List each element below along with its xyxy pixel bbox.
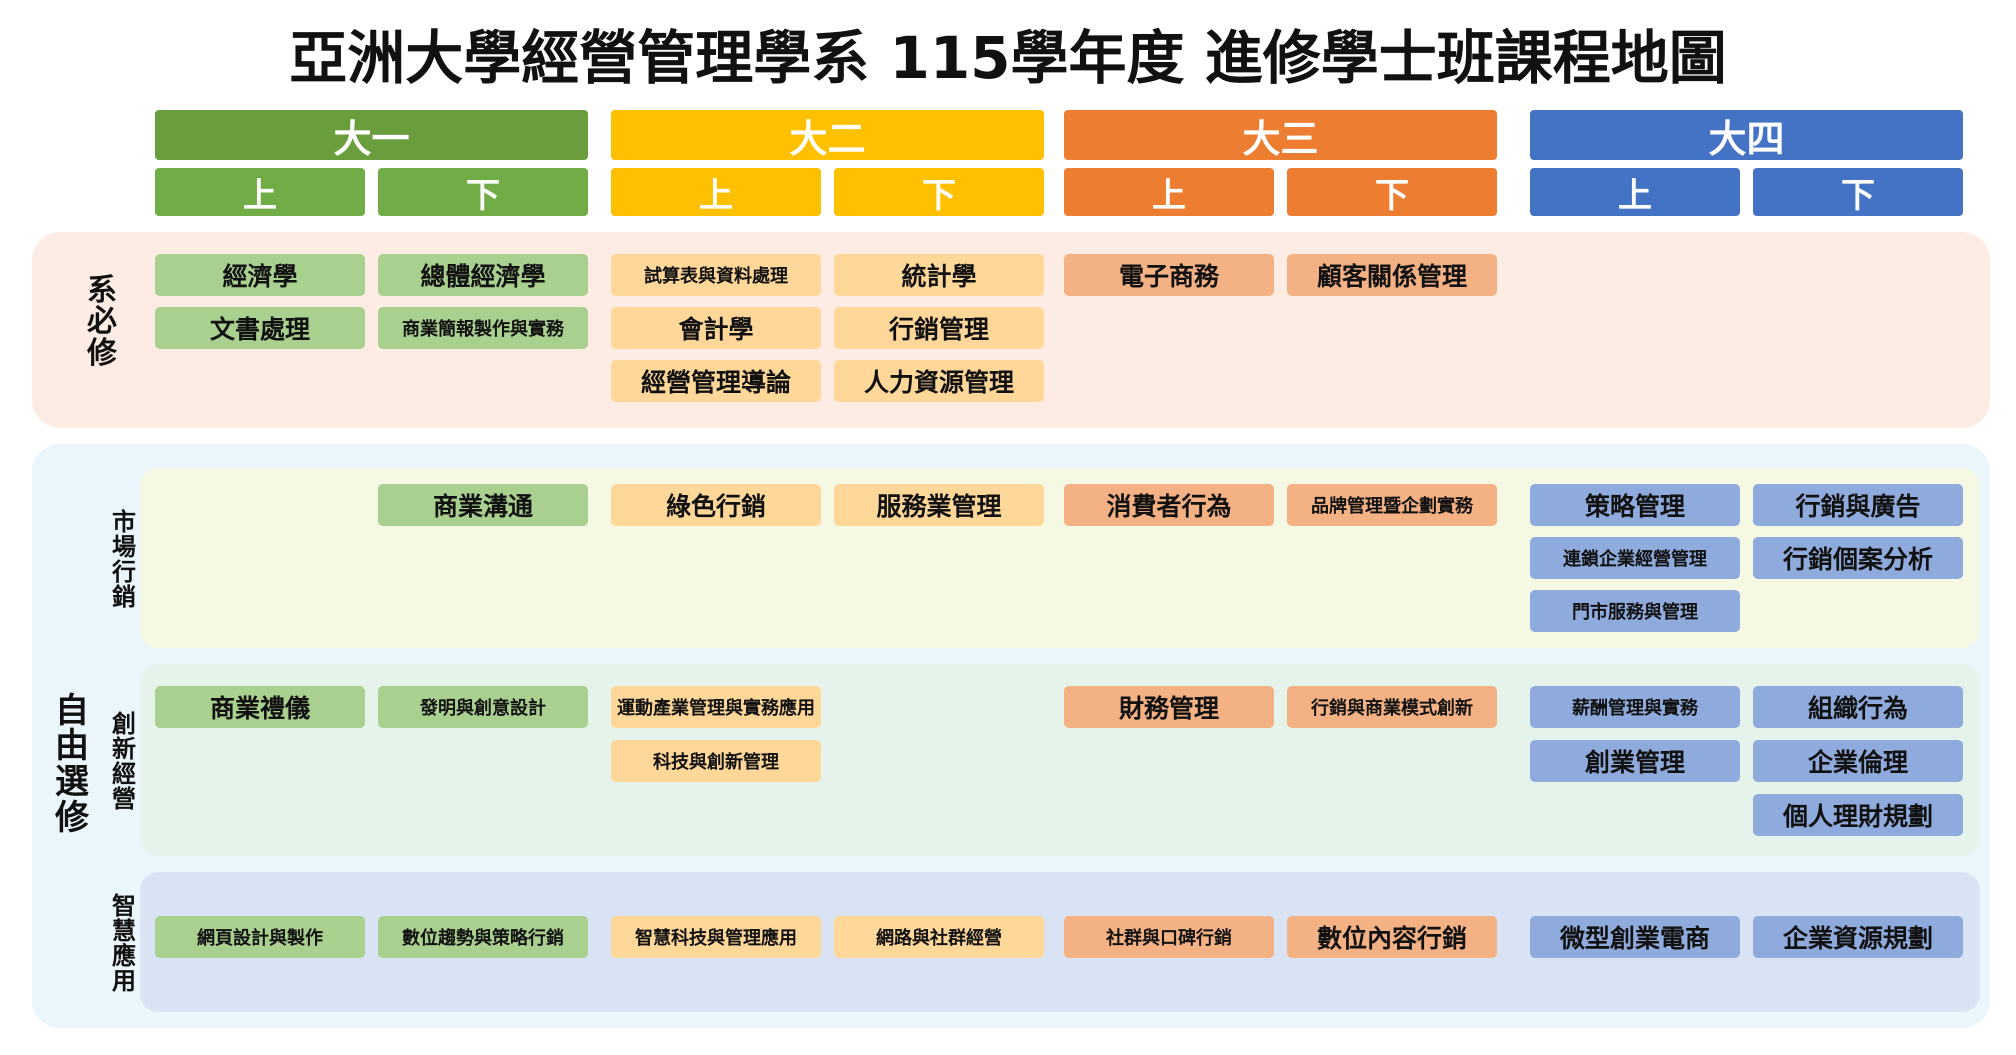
innovation-course: 商業禮儀 <box>155 686 365 728</box>
innovation-course: 組織行為 <box>1753 686 1963 728</box>
label-char: 選 <box>55 762 89 802</box>
label-char: 營 <box>112 785 136 814</box>
innovation-course: 個人理財規劃 <box>1753 794 1963 836</box>
label-char: 修 <box>87 335 117 371</box>
semester-header: 上 <box>1530 168 1740 216</box>
label-char: 創 <box>112 709 136 738</box>
semester-header: 下 <box>1753 168 1963 216</box>
smart-course: 智慧科技與管理應用 <box>611 916 821 958</box>
label-char: 應 <box>112 942 136 970</box>
year-header-3: 大三 <box>1064 110 1497 161</box>
smart-course: 數位內容行銷 <box>1287 916 1497 958</box>
innovation-course: 企業倫理 <box>1753 740 1963 782</box>
semester-header: 下 <box>834 168 1044 216</box>
innovation-course: 行銷與商業模式創新 <box>1287 686 1497 728</box>
label-char: 市 <box>112 507 136 536</box>
year-header-2: 大二 <box>611 110 1044 161</box>
label-char: 銷 <box>112 583 136 612</box>
marketing-course: 行銷個案分析 <box>1753 537 1963 579</box>
required-course: 行銷管理 <box>834 307 1044 349</box>
marketing-course: 商業溝通 <box>378 484 588 526</box>
marketing-track-label: 市場行銷 <box>106 494 142 626</box>
required-course: 商業簡報製作與實務 <box>378 307 588 349</box>
label-char: 用 <box>112 967 136 996</box>
required-course: 總體經濟學 <box>378 254 588 296</box>
marketing-course: 品牌管理暨企劃實務 <box>1287 484 1497 526</box>
required-course: 統計學 <box>834 254 1044 296</box>
innovation-course: 發明與創意設計 <box>378 686 588 728</box>
required-course: 會計學 <box>611 307 821 349</box>
semester-header: 上 <box>1064 168 1274 216</box>
label-char: 自 <box>55 690 89 731</box>
required-course: 文書處理 <box>155 307 365 349</box>
label-char: 修 <box>55 797 89 838</box>
marketing-course: 門市服務與管理 <box>1530 590 1740 632</box>
label-char: 經 <box>112 760 136 788</box>
label-char: 智 <box>112 891 136 920</box>
marketing-course: 綠色行銷 <box>611 484 821 526</box>
marketing-course: 行銷與廣告 <box>1753 484 1963 526</box>
smart-course: 微型創業電商 <box>1530 916 1740 958</box>
semester-header: 上 <box>611 168 821 216</box>
innovation-course: 科技與創新管理 <box>611 740 821 782</box>
required-course: 電子商務 <box>1064 254 1274 296</box>
required-course: 人力資源管理 <box>834 360 1044 402</box>
smart-course: 網頁設計與製作 <box>155 916 365 958</box>
required-course: 經營管理導論 <box>611 360 821 402</box>
smart-course: 企業資源規劃 <box>1753 916 1963 958</box>
required-course: 顧客關係管理 <box>1287 254 1497 296</box>
label-char: 必 <box>87 304 117 340</box>
marketing-course: 服務業管理 <box>834 484 1044 526</box>
semester-header: 下 <box>378 168 588 216</box>
smart-course: 網路與社群經營 <box>834 916 1044 958</box>
label-char: 行 <box>112 558 136 586</box>
smart-course: 數位趨勢與策略行銷 <box>378 916 588 958</box>
smart-course: 社群與口碑行銷 <box>1064 916 1274 958</box>
year-header-4: 大四 <box>1530 110 1963 161</box>
semester-header: 上 <box>155 168 365 216</box>
elective-label: 自由選修 <box>46 680 98 850</box>
innovation-course: 運動產業管理與實務應用 <box>611 686 821 728</box>
page-title: 亞洲大學經營管理學系 115學年度 進修學士班課程地圖 <box>289 24 1727 92</box>
label-char: 由 <box>55 726 89 767</box>
label-char: 場 <box>112 532 136 561</box>
required-course: 試算表與資料處理 <box>611 254 821 296</box>
required-course: 經濟學 <box>155 254 365 296</box>
smart-track-label: 智慧應用 <box>106 880 142 1008</box>
label-char: 慧 <box>112 916 136 945</box>
year-header-1: 大一 <box>155 110 588 161</box>
required-label: 系必修 <box>68 262 136 382</box>
innovation-course: 創業管理 <box>1530 740 1740 782</box>
innovation-course: 財務管理 <box>1064 686 1274 728</box>
innovation-track-label: 創新經營 <box>106 692 142 832</box>
semester-header: 下 <box>1287 168 1497 216</box>
marketing-course: 連鎖企業經營管理 <box>1530 537 1740 579</box>
label-char: 新 <box>112 734 136 763</box>
marketing-course: 消費者行為 <box>1064 484 1274 526</box>
label-char: 系 <box>87 272 117 308</box>
marketing-course: 策略管理 <box>1530 484 1740 526</box>
innovation-course: 薪酬管理與實務 <box>1530 686 1740 728</box>
